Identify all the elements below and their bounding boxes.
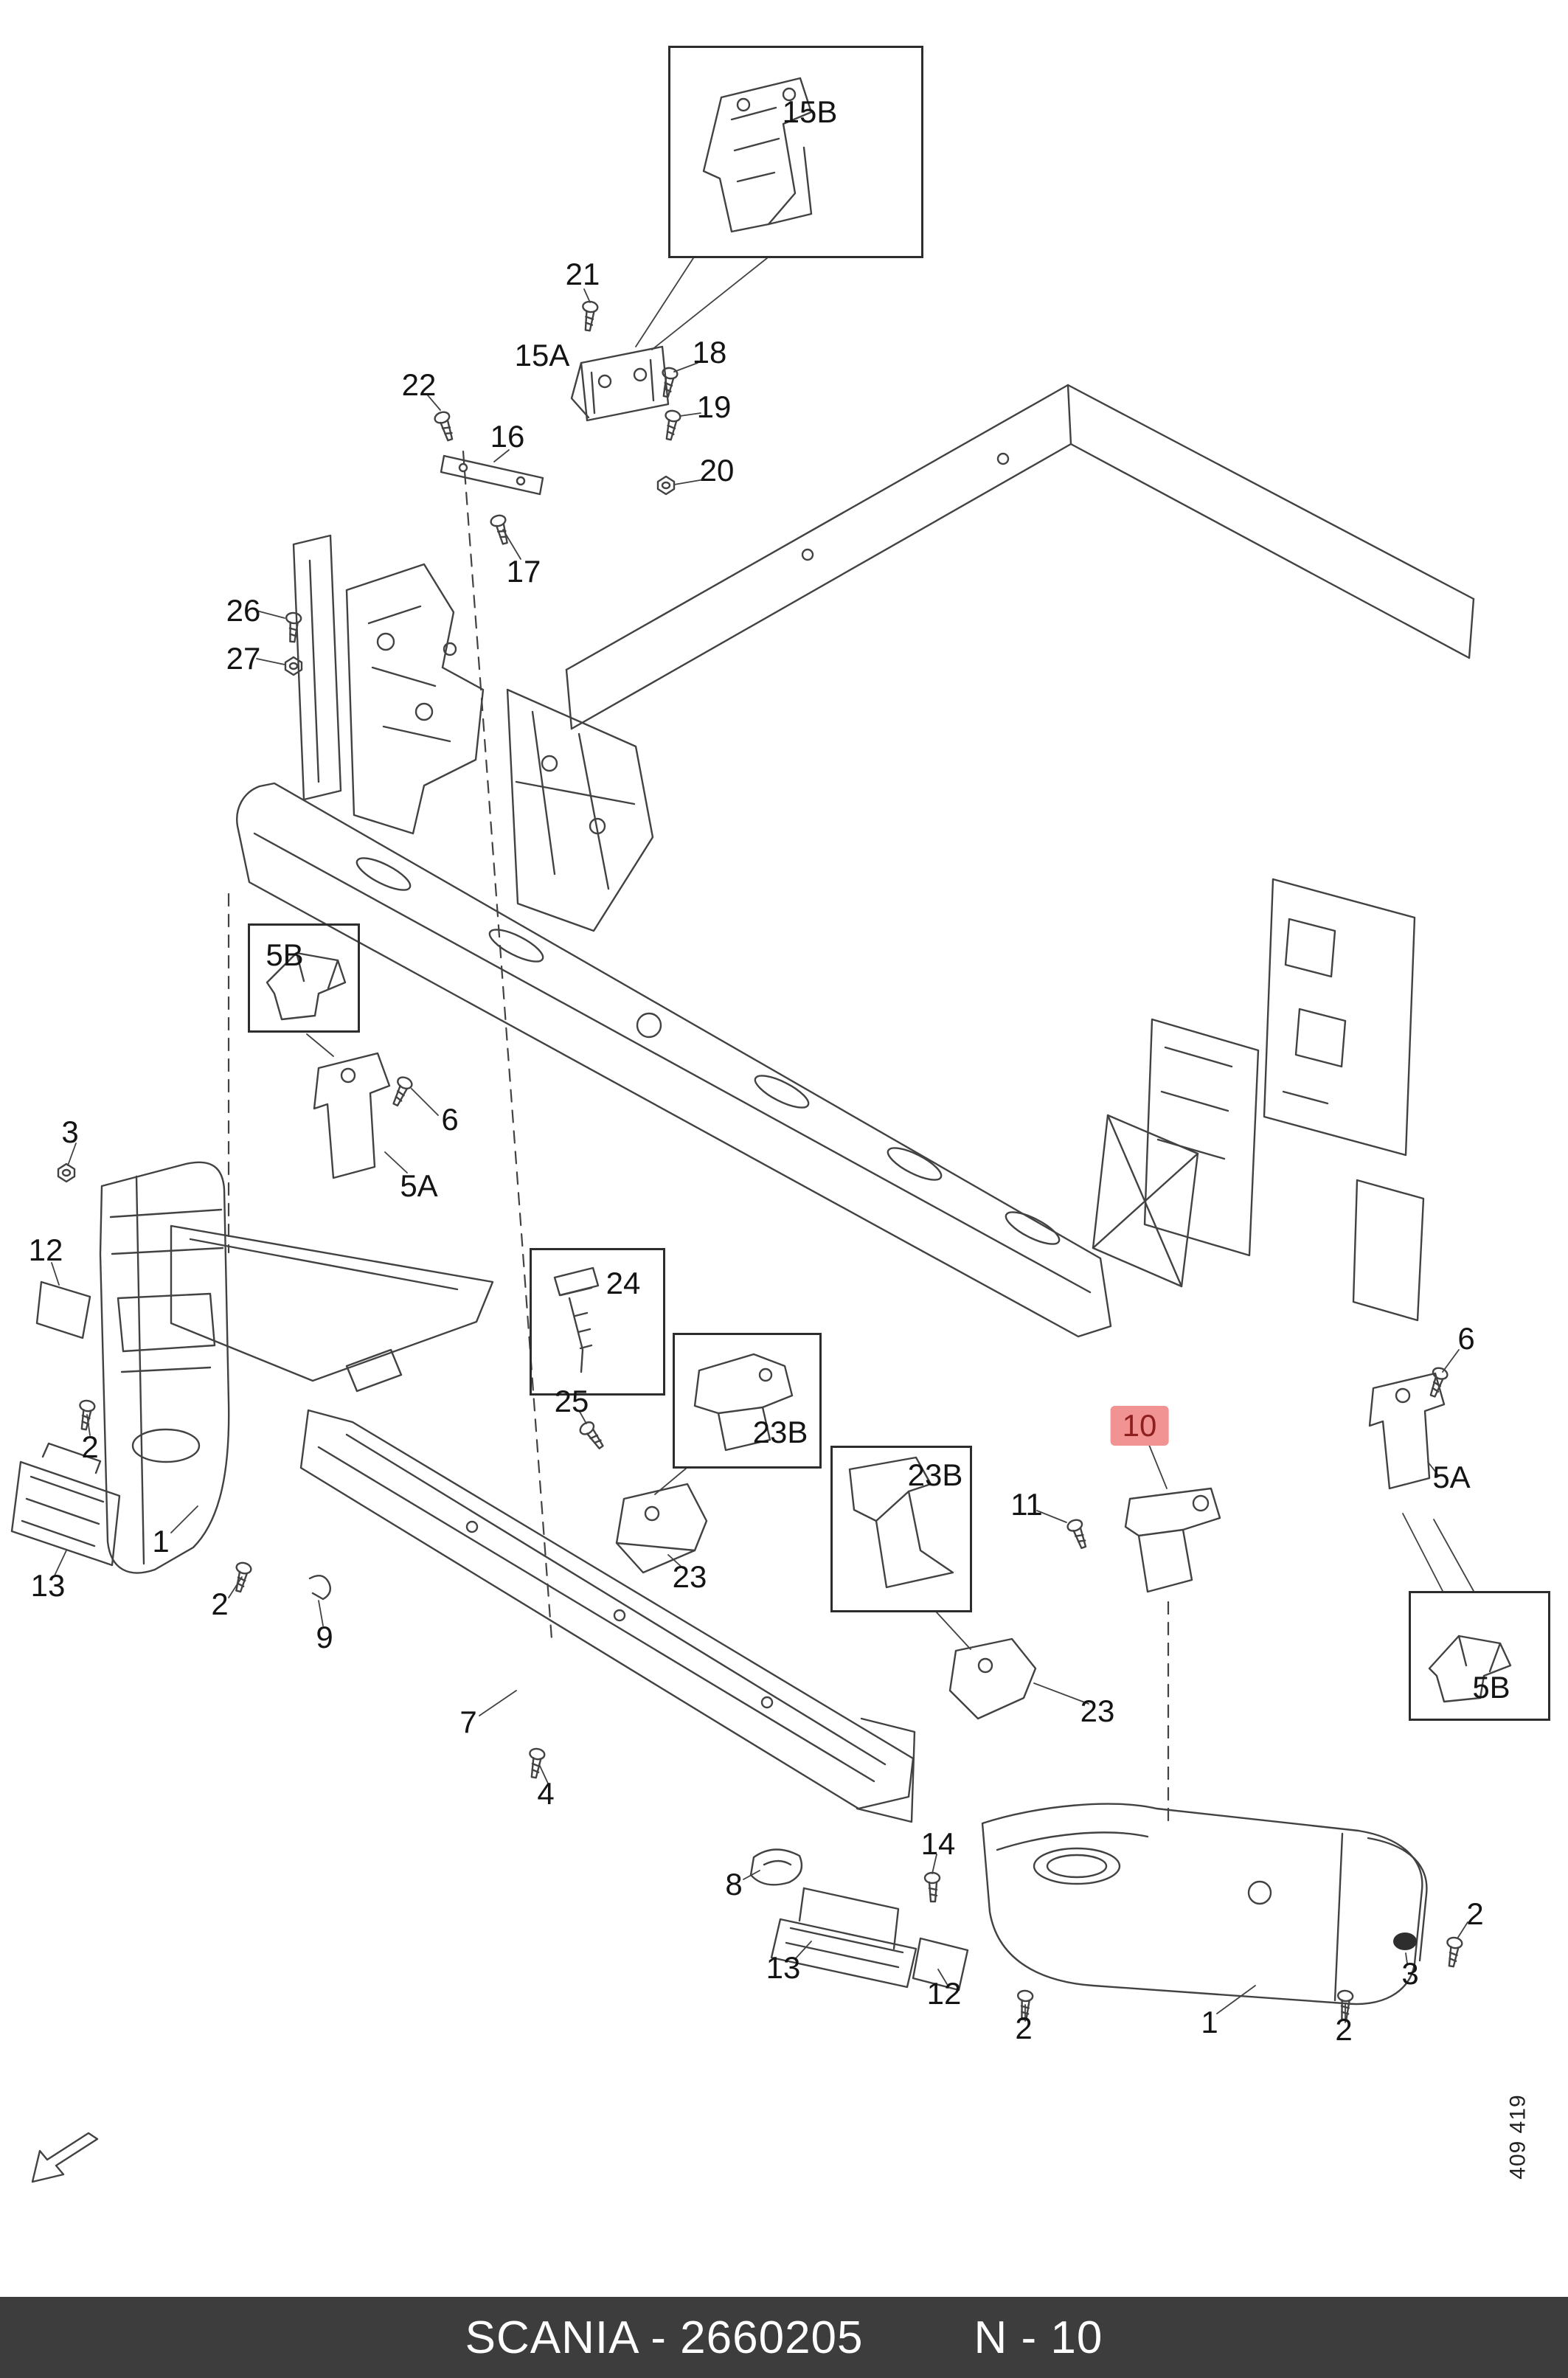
bracket-5a-right-drawing (1368, 1372, 1446, 1490)
footer-page-ref: N - 10 (974, 2312, 1103, 2363)
callout-2-right: 2 (1466, 1896, 1484, 1931)
footer-bar: SCANIA - 2660205 N - 10 (0, 2297, 1568, 2378)
callout-box-24 (530, 1248, 665, 1396)
callout-7: 7 (459, 1705, 477, 1739)
callout-1-right: 1 (1201, 2005, 1218, 2039)
bracket-10-drawing (1124, 1487, 1221, 1593)
callout-12-bottom: 12 (926, 1976, 962, 2011)
callout-5a-left: 5A (400, 1168, 438, 1203)
clip-9-drawing (308, 1574, 331, 1601)
callout-23-right: 23 (1080, 1694, 1115, 1728)
callout-10-highlighted: 10 (1110, 1406, 1169, 1446)
callout-27: 27 (226, 641, 261, 676)
callout-2-bottom-1: 2 (1015, 2011, 1033, 2045)
callout-20: 20 (699, 453, 735, 488)
callout-9: 9 (316, 1620, 333, 1654)
callout-3-left: 3 (61, 1115, 79, 1149)
box-5b-right-leader-lines (1402, 1513, 1474, 1592)
assembly-dashed-lines (227, 450, 1170, 1825)
callout-15b: 15B (782, 94, 838, 129)
bracket-23-right-drawing (948, 1637, 1037, 1720)
callout-box-5b-left (248, 923, 360, 1033)
flap-12-bottom-drawing (912, 1937, 969, 1992)
left-mount-cluster-drawing (292, 534, 485, 835)
box-23b2-leader-lines (936, 1612, 971, 1650)
document-code: 409 419 (1505, 2094, 1530, 2180)
bolt-24-drawing (553, 1266, 600, 1373)
bracket-23b2-drawing (848, 1456, 954, 1589)
box-15b-leader-lines (635, 257, 768, 350)
callout-13-bottom: 13 (766, 1950, 801, 1985)
callout-box-23b-1 (673, 1333, 822, 1469)
callout-23b-1: 23B (752, 1415, 808, 1449)
sill-panel-drawing (299, 1409, 916, 1823)
callout-16: 16 (490, 419, 525, 454)
chassis-rails-drawing (565, 384, 1475, 730)
bracket-5b-left-drawing (266, 951, 347, 1021)
callout-4: 4 (537, 1776, 555, 1811)
bracket-23b1-drawing (693, 1353, 794, 1452)
callout-17: 17 (506, 554, 541, 589)
callout-2-left-2: 2 (211, 1587, 229, 1621)
callout-5a-right: 5A (1432, 1460, 1471, 1494)
callout-22: 22 (401, 367, 437, 402)
callout-leader-lines (51, 288, 1468, 2023)
direction-arrow-icon (31, 2132, 99, 2183)
callout-14: 14 (920, 1826, 956, 1861)
callout-11: 11 (1010, 1487, 1043, 1522)
callout-15a: 15A (514, 338, 570, 372)
callout-24: 24 (606, 1266, 641, 1300)
strip-16-drawing (440, 454, 544, 496)
clip-8-drawing (749, 1848, 803, 1886)
right-panel-drawing (1092, 878, 1425, 1322)
right-bumper-corner-drawing (981, 1803, 1428, 2006)
callout-3-right: 3 (1401, 1956, 1419, 1991)
grommet-3-right-drawing (1393, 1932, 1417, 1950)
callout-19: 19 (696, 389, 732, 424)
bracket-5b-right-drawing (1428, 1635, 1512, 1703)
callout-2-bottom-2: 2 (1335, 2012, 1353, 2047)
callout-23b-2: 23B (907, 1457, 963, 1492)
lamp-13-bottom-drawing (770, 1887, 917, 1989)
callout-6-right: 6 (1457, 1321, 1475, 1356)
callout-1-left: 1 (152, 1524, 170, 1559)
left-bumper-corner-drawing (99, 1161, 230, 1574)
bracket-23-left-drawing (615, 1483, 708, 1574)
callout-18: 18 (692, 335, 727, 370)
callout-26: 26 (226, 593, 261, 628)
callout-5b-left: 5B (266, 937, 304, 972)
callout-2-left-1: 2 (81, 1429, 99, 1464)
callout-box-23b-2 (830, 1446, 972, 1612)
callout-12-left: 12 (28, 1233, 63, 1267)
bracket-15b-drawing (702, 77, 813, 233)
center-tower-drawing (506, 688, 654, 932)
bumper-beam-drawing (236, 782, 1112, 1338)
callout-box-15b (668, 46, 923, 258)
callout-box-5b-right (1409, 1591, 1550, 1721)
footer-part-number: SCANIA - 2660205 (465, 2312, 864, 2363)
callout-6-left: 6 (441, 1102, 459, 1137)
callout-8: 8 (725, 1867, 743, 1902)
bracket-15a-drawing (570, 345, 670, 422)
callout-25: 25 (554, 1384, 589, 1418)
callout-21: 21 (565, 257, 600, 291)
bracket-5a-left-drawing (313, 1052, 391, 1179)
step-plate-drawing (170, 1224, 494, 1393)
lamp-13-left-drawing (10, 1442, 121, 1567)
flap-12-left-drawing (35, 1280, 91, 1339)
callout-5b-right: 5B (1472, 1670, 1510, 1705)
callout-23-left: 23 (672, 1559, 707, 1594)
callout-13-left: 13 (30, 1568, 66, 1603)
